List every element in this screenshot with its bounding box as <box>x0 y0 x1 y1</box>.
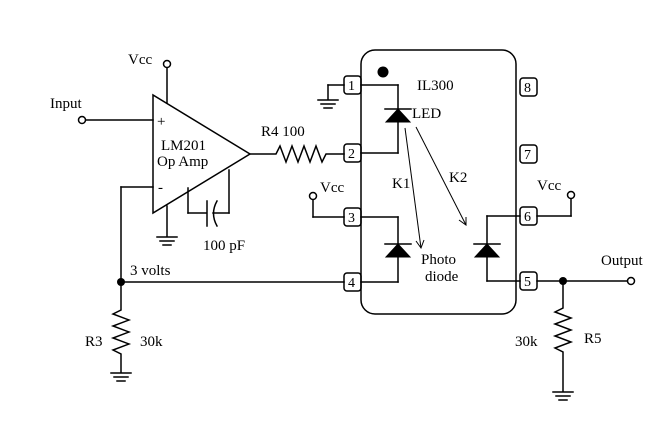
op-amp-symbol <box>152 93 252 215</box>
pin6-vcc <box>536 190 576 217</box>
pin6-vcc-label: Vcc <box>537 178 561 194</box>
pin-4: 4 <box>343 272 362 292</box>
pin-7: 7 <box>519 144 538 164</box>
r3-label: R3 <box>85 334 103 350</box>
photodiode-k2 <box>473 215 521 282</box>
svg-text:1: 1 <box>348 79 355 94</box>
svg-text:3: 3 <box>348 211 355 226</box>
svg-text:6: 6 <box>524 210 531 225</box>
pin-8: 8 <box>519 77 538 97</box>
resistor-r4 <box>249 143 345 165</box>
op-amp-ground <box>156 205 178 246</box>
pin-6: 6 <box>519 206 538 226</box>
svg-text:8: 8 <box>524 81 531 96</box>
compensation-capacitor <box>187 169 230 228</box>
r5-label: R5 <box>584 331 602 347</box>
r4-label: R4 100 <box>261 124 305 140</box>
resistor-r5 <box>552 280 574 401</box>
output-net <box>536 276 636 286</box>
op-amp-vcc-label: Vcc <box>128 52 152 68</box>
op-amp-part-label: LM201 <box>161 138 206 154</box>
r3-value-label: 30k <box>140 334 163 350</box>
r5-value-label: 30k <box>515 334 538 350</box>
resistor-r3 <box>110 281 132 382</box>
node-voltage-label: 3 volts <box>130 263 171 279</box>
op-amp-desc-label: Op Amp <box>157 154 208 170</box>
svg-text:2: 2 <box>348 147 355 162</box>
input-terminal <box>77 115 154 125</box>
op-amp-minus-label: - <box>158 180 163 196</box>
ic-name-label: IL300 <box>417 78 454 94</box>
led-label: LED <box>412 106 441 122</box>
svg-text:5: 5 <box>524 275 531 290</box>
input-label: Input <box>50 96 82 112</box>
k2-label: K2 <box>449 170 467 186</box>
op-amp-plus-label: + <box>157 114 165 130</box>
svg-text:7: 7 <box>524 148 531 163</box>
photodiode-label-line1: Photo <box>421 252 456 268</box>
coupling-arrow-k2 <box>415 126 467 226</box>
k1-label: K1 <box>392 176 410 192</box>
output-label: Output <box>601 253 644 269</box>
feedback-net <box>117 186 345 286</box>
pin1-ground <box>317 84 345 109</box>
photodiode-k1 <box>360 216 412 283</box>
op-amp-vcc <box>162 59 172 104</box>
il300-package <box>360 49 517 315</box>
pin3-vcc <box>308 191 345 218</box>
pin-1: 1 <box>343 75 362 95</box>
pin-2: 2 <box>343 143 362 163</box>
pin3-vcc-label: Vcc <box>320 180 344 196</box>
capacitor-value-label: 100 pF <box>203 238 245 254</box>
coupling-arrow-k1 <box>404 127 425 250</box>
pin-3: 3 <box>343 207 362 227</box>
svg-text:4: 4 <box>348 276 355 291</box>
photodiode-label-line2: diode <box>425 269 459 285</box>
led-diode <box>360 84 412 154</box>
pin-5: 5 <box>519 271 538 291</box>
